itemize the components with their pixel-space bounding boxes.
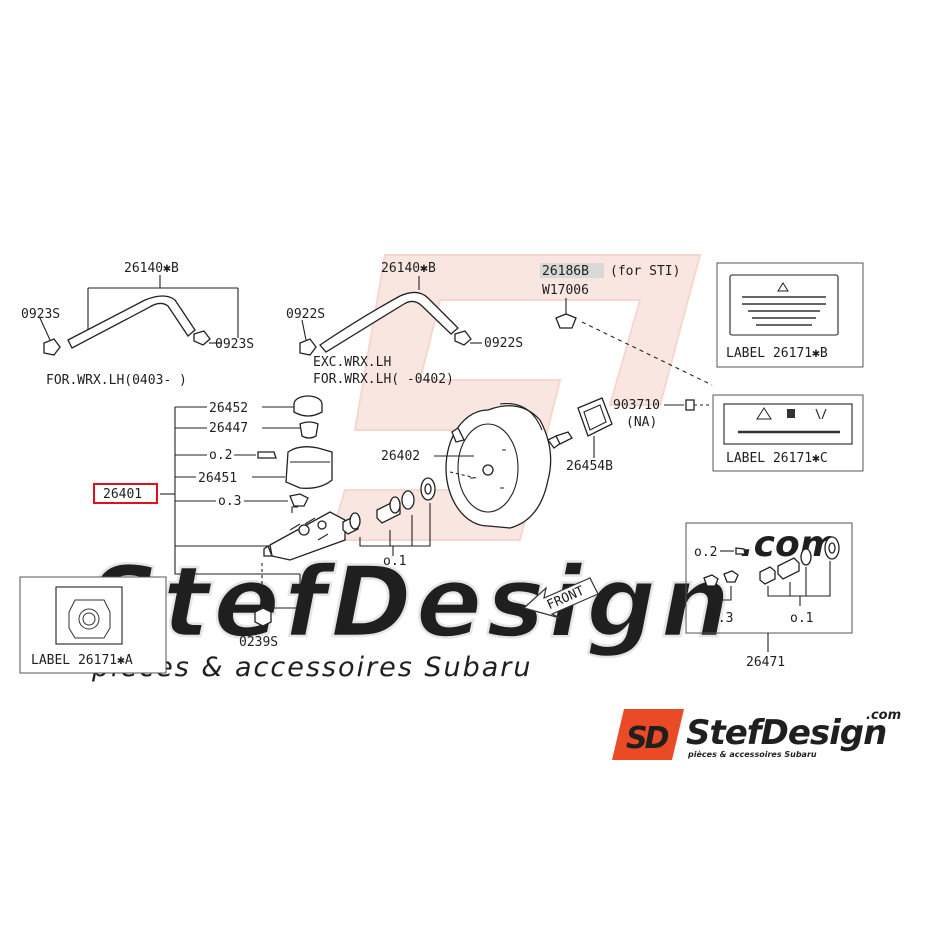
hose-left-note: FOR.WRX.LH(0403- ) [46,373,187,388]
label-a-reservoir-icon [68,599,111,639]
reservoir-label: 26451 [198,471,237,486]
gasket-label: 26454B [566,459,613,474]
reservoir-assembly [257,395,333,507]
o2-label: o.2 [209,448,232,463]
watermark-dot-com: .com [740,524,837,565]
hose-right-shape [319,291,459,353]
hose-right-group: 26140✱B 0922S 0922S EXC.WRX.LH FOR.WRX.L… [286,261,523,387]
hose-left-clip-r-icon [193,330,211,346]
kit-grommet-1-icon [703,574,719,587]
label-b-caption: LABEL 26171✱B [726,346,828,361]
reservoir-shape [285,446,333,489]
logo-mark-text: SD [626,721,669,756]
o3-grommet-shape [289,493,309,507]
gasket-shape [577,397,613,437]
gasket-group: 26454B [566,397,613,474]
master-cylinder-callouts: 26452 26447 o.2 26451 o.3 26401 [93,401,301,575]
logo-tagline: pièces & accessoires Subaru [687,749,817,759]
label-c-caption: LABEL 26171✱C [726,451,828,466]
bolt-0239-label: 0239S [239,635,278,650]
filter-shape [299,421,319,439]
kit-o2-label: o.2 [694,545,717,560]
sti-group: 26186B (for STI) W17006 [540,263,713,386]
sti-note-label: (for STI) [610,264,680,279]
logo-dot-com: .com [866,708,901,723]
stefdesign-logo: SD StefDesign .com pièces & accessoires … [612,708,901,760]
brake-booster: 26402 [381,402,573,529]
hose-right-clip-r-icon [454,330,472,346]
label-b-box: LABEL 26171✱B [716,262,864,368]
label-a-caption: LABEL 26171✱A [31,653,133,668]
hose-left-clip-l-label: 0923S [21,307,60,322]
w-clip-icon [555,313,577,329]
bolt-0239-icon [254,607,272,627]
cap-label: 26452 [209,401,248,416]
label-b-warning-icon [777,282,789,292]
kit-label: 26471 [746,655,785,670]
na-note-label: (NA) [626,415,657,430]
logo-mark-icon [612,709,684,760]
bolt-903-icon [685,399,695,411]
hose-right-clip-l-icon [299,338,317,356]
label-c-box: LABEL 26171✱C [712,394,864,472]
bolt-903-group: 903710 (NA) [613,398,712,430]
w-clip-label: W17006 [542,283,589,298]
hose-left-shape [67,295,196,349]
watermark-big-text: StefDesign [88,546,734,660]
hose-right-clip-l-label: 0922S [286,307,325,322]
label-c-book-icon [787,409,795,418]
label-b-sticker [729,274,839,336]
piston-kit-center: o.1 [342,477,436,569]
booster-label: 26402 [381,449,420,464]
hose-left-clip-r-label: 0923S [215,337,254,352]
bolt-903-label: 903710 [613,398,660,413]
hose-right-note-1: EXC.WRX.LH [313,355,391,370]
front-arrow-icon [522,577,599,619]
sti-part-label: 26186B [542,264,589,279]
hose-right-note-2: FOR.WRX.LH( -0402) [313,372,454,387]
o3-label: o.3 [218,494,241,509]
kit-o1-label: o.1 [790,611,813,626]
kit-grommet-2-icon [723,570,739,583]
filter-label: 26447 [209,421,248,436]
logo-name: StefDesign [686,713,886,753]
hose-left-clip-l-icon [43,338,61,356]
master-cylinder-body: 0239S [239,506,346,650]
label-c-warning-icon [756,407,772,420]
hose-left-group: 26140✱B 0923S 0923S FOR.WRX.LH(0403- ) [21,261,254,388]
o1-center-label: o.1 [383,554,406,569]
hose-right-part-label: 26140✱B [381,261,436,276]
hose-left-part-label: 26140✱B [124,261,179,276]
master-cyl-highlight-box [93,483,158,504]
label-a-box: LABEL 26171✱A [19,576,167,674]
repair-kit-box: o.2 o.3 o.1 26471 [685,522,853,670]
master-cyl-label: 26401 [103,487,142,502]
kit-o3-label: o.3 [710,611,733,626]
o2-pin-shape [257,451,277,459]
hose-right-clip-r-label: 0922S [484,336,523,351]
sti-part-highlight [540,263,604,278]
